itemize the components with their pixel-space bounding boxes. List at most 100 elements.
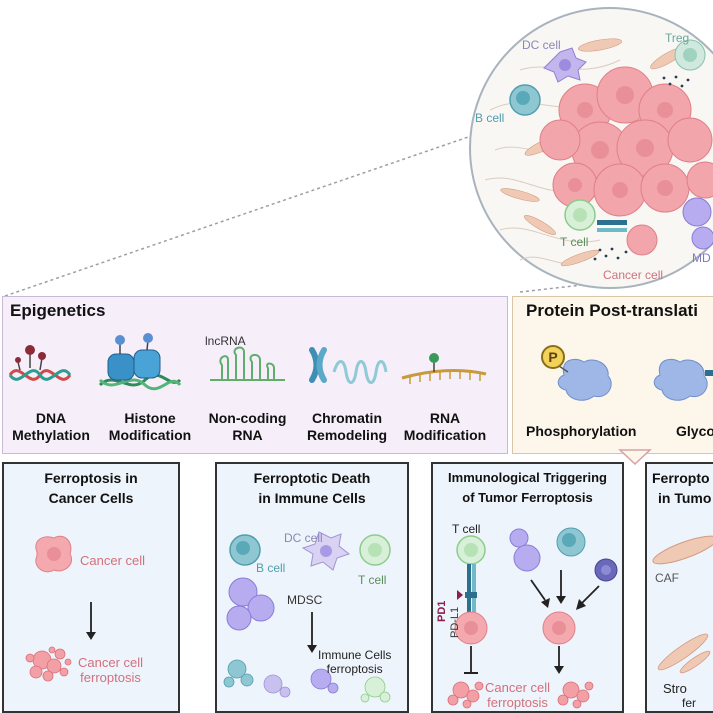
box4-title-line1: Ferropto <box>652 470 710 486</box>
box3-pd1-label: PD1 <box>436 600 448 622</box>
treg-cell-icon <box>674 39 706 71</box>
epi-label-line2: Remodeling <box>306 427 388 443</box>
dna-methylation-icon <box>8 345 72 381</box>
cancer-cell-icon <box>454 611 488 645</box>
box4-caf-label: CAF <box>655 571 679 585</box>
box3-pdl1-label: PD-L1 <box>449 606 461 638</box>
ptm-label-phosphorylation: Phosphorylation <box>526 423 637 439</box>
dc-cell-icon <box>543 47 587 83</box>
tcell-cancer-interaction <box>597 220 658 256</box>
box3-title: Immunological Triggering of Tumor Ferrop… <box>431 468 624 508</box>
box1-ferro-line1: Cancer cell <box>78 655 144 670</box>
connector-line-left <box>4 134 475 297</box>
epi-label-line1: Histone <box>124 410 176 426</box>
box2-dc-label: DC cell <box>284 531 323 545</box>
tumor-mass <box>539 66 713 217</box>
box1-title-line1: Ferroptosis in <box>44 470 138 486</box>
box4-stro-label: Stro <box>663 681 687 696</box>
box2-immune-ferro-label: Immune Cells ferroptosis <box>318 648 391 676</box>
tme-t-label: T cell <box>560 235 588 249</box>
tme-md-label: MD <box>692 251 711 265</box>
tme-treg-label: Treg <box>665 31 689 45</box>
ferroptotic-cancer-cell-icon <box>25 646 72 682</box>
box2-title: Ferroptotic Death in Immune Cells <box>215 468 409 508</box>
ptm-title: Protein Post-translati <box>526 301 698 320</box>
box-tumor-microenv-ferroptosis <box>645 462 713 713</box>
tme-cancer-label: Cancer cell <box>603 268 663 282</box>
box3-graphics <box>447 527 618 709</box>
box3-cc-line2: ferroptosis <box>487 695 548 710</box>
box3-arrowhead-down <box>554 666 564 674</box>
epi-label-line2: Modification <box>403 427 487 443</box>
t-cell-icon <box>456 535 486 565</box>
box-immune-ferroptotic-death <box>215 462 409 713</box>
lncrna-label: lncRNA <box>205 334 246 348</box>
caf-cell-icon <box>652 535 713 565</box>
box3-arrow-right <box>580 585 600 605</box>
box2-immune-line2: ferroptosis <box>326 662 383 676</box>
box1-cancer-label: Cancer cell <box>80 553 146 568</box>
box4-title: Ferropto in Tumo <box>652 468 713 508</box>
phosphate-badge-label: P <box>548 349 558 365</box>
box3-cancer-ferro-label: Cancer cell ferroptosis <box>485 680 550 710</box>
tme-b-label: B cell <box>475 111 504 125</box>
box2-title-line2: in Immune Cells <box>258 490 366 506</box>
box2-immune-line1: Immune Cells <box>318 648 392 662</box>
box2-graphics <box>223 531 391 703</box>
glycosylation-protein-icon <box>653 358 713 401</box>
box3-cc-line1: Cancer cell <box>485 680 551 695</box>
box2-arrowhead <box>307 645 317 653</box>
t-cell-icon <box>359 534 391 566</box>
immune-cells-cluster-icon <box>509 527 618 582</box>
dc-cell-icon <box>301 531 351 571</box>
box3-title-line2: of Tumor Ferroptosis <box>462 490 593 505</box>
epi-label-rna-modification: RNA Modification <box>395 410 495 444</box>
phosphorylation-protein-icon <box>555 358 612 401</box>
phosphate-badge: P <box>541 345 565 369</box>
epi-label-line1: Chromatin <box>312 410 382 426</box>
box1-title-line2: Cancer Cells <box>48 490 134 506</box>
box3-t-label: T cell <box>452 522 481 536</box>
stromal-ferroptotic-icon <box>657 633 711 674</box>
epi-label-chromatin-remodeling: Chromatin Remodeling <box>297 410 397 444</box>
box3-arrowhead-right <box>576 599 586 610</box>
ptm-pointer-icon <box>618 449 652 466</box>
box1-title: Ferroptosis in Cancer Cells <box>2 468 180 508</box>
epigenetics-icons <box>8 333 487 391</box>
histone-modification-icon <box>98 333 182 391</box>
box2-t-label: T cell <box>358 573 387 587</box>
box3-arrowhead-left <box>541 598 550 608</box>
box2-b-label: B cell <box>256 561 286 575</box>
b-cell-icon <box>509 84 541 116</box>
pd1-pdl1-receptor-icon <box>457 564 477 612</box>
epi-label-line2: Methylation <box>12 427 90 443</box>
epi-label-line1: Non-coding <box>208 410 287 426</box>
box1-ferro-label: Cancer cell ferroptosis <box>78 655 143 685</box>
ptm-icons <box>555 358 713 401</box>
mdsc-cells-icon <box>682 197 713 250</box>
box1-arrowhead <box>86 632 96 640</box>
epi-label-dna-methylation: DNA Methylation <box>5 410 97 444</box>
epi-label-line1: RNA <box>429 410 461 426</box>
tumor-microenvironment: DC cell Treg B cell T cell MD Cancer cel… <box>4 7 713 297</box>
box4-fer-label: fer <box>682 696 697 710</box>
box4-graphics <box>652 535 713 674</box>
box-immunological-triggering <box>431 462 624 713</box>
box3-arrowhead-middle <box>556 596 566 604</box>
epi-label-non-coding-rna: Non-coding RNA <box>200 410 295 444</box>
non-coding-rna-icon <box>210 346 285 381</box>
mdsc-cells-icon <box>226 577 275 631</box>
cancer-cell-icon <box>35 535 72 573</box>
box1-graphics <box>25 535 96 682</box>
chromatin-remodeling-icon <box>309 347 388 384</box>
box3-title-line1: Immunological Triggering <box>448 470 607 485</box>
epigenetics-panel <box>2 296 508 454</box>
t-cell-icon <box>564 199 596 231</box>
epi-label-line1: DNA <box>35 410 67 426</box>
cytokine-dots <box>593 75 690 261</box>
epi-label-line2: RNA <box>232 427 263 443</box>
box3-arrow-left <box>530 579 546 601</box>
box4-title-line2: in Tumo <box>658 490 712 506</box>
tumor-nuclei <box>568 86 673 198</box>
ferroptotic-immune-cells-icon <box>223 659 391 703</box>
